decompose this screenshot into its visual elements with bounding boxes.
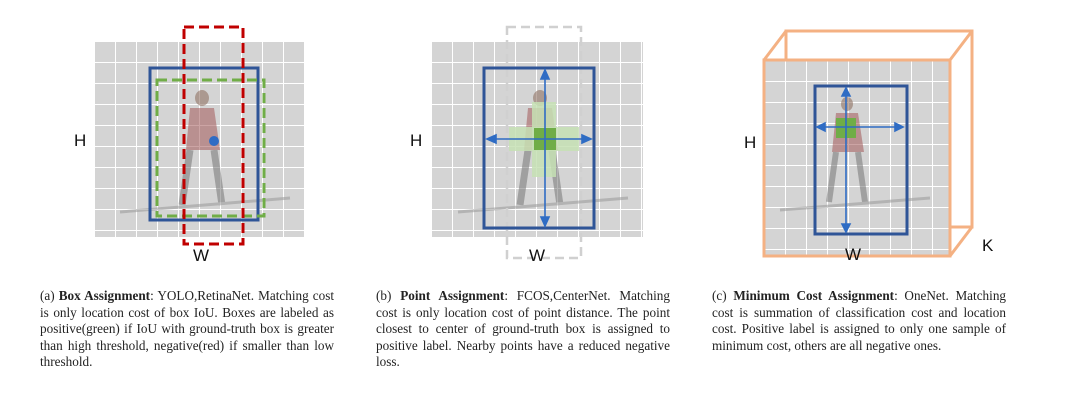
caption-a: (a) Box Assignment: YOLO,RetinaNet. Matc… bbox=[40, 288, 335, 370]
ground-truth-box bbox=[148, 66, 260, 222]
negative-anchor-box bbox=[182, 25, 245, 246]
caption-b: (b) Point Assignment: FCOS,CenterNet. Ma… bbox=[376, 288, 670, 370]
faint-dashed-outline bbox=[505, 25, 583, 260]
axis-w-label: W bbox=[845, 245, 861, 264]
distance-arrows bbox=[485, 68, 593, 228]
axis-w-label: W bbox=[193, 246, 209, 265]
distance-arrows bbox=[815, 86, 905, 234]
cube-front-face bbox=[762, 58, 952, 258]
panel-b-diagram: H W bbox=[410, 25, 643, 265]
caption-c: (c) Minimum Cost Assignment: OneNet. Mat… bbox=[712, 288, 1007, 353]
axis-k-label: K bbox=[982, 236, 994, 255]
panel-c-diagram: H W K bbox=[744, 29, 994, 264]
axis-h-label: H bbox=[744, 133, 756, 152]
axis-h-label: H bbox=[74, 131, 86, 150]
ground-truth-box bbox=[482, 66, 596, 230]
axis-h-label: H bbox=[410, 131, 422, 150]
axis-w-label: W bbox=[529, 246, 545, 265]
ground-truth-box bbox=[813, 84, 909, 236]
positive-anchor-box bbox=[155, 78, 266, 218]
anchor-center-point bbox=[209, 136, 219, 146]
panel-a-diagram: H W bbox=[74, 25, 304, 265]
